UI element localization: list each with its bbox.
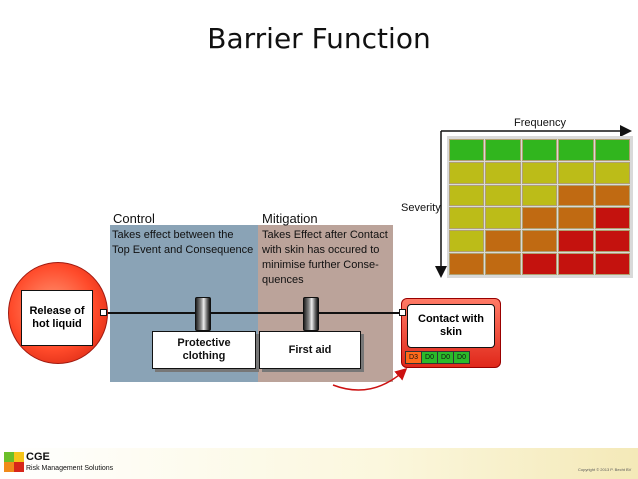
risk-matrix-cell [449, 230, 485, 252]
control-description: Takes effect between the Top Event and C… [112, 228, 253, 258]
risk-matrix-cell [594, 161, 630, 184]
top-event-connector [100, 309, 107, 316]
barrier-box-first-aid: First aid [259, 331, 361, 369]
cge-logo-icon [4, 452, 24, 472]
risk-matrix-cell [558, 230, 594, 252]
risk-matrix-cell [521, 184, 558, 207]
risk-matrix-cell [449, 184, 485, 207]
risk-matrix-cell [521, 253, 558, 275]
mitigation-description: Takes Effect after Contact with skin has… [262, 228, 388, 288]
mitigation-description-line: quences [262, 274, 304, 286]
control-description-line: Top Event and Consequence [112, 244, 254, 256]
risk-matrix-cell [594, 139, 630, 161]
control-heading: Control [113, 211, 155, 226]
risk-matrix-cell [558, 139, 594, 161]
mitigation-heading: Mitigation [262, 211, 318, 226]
risk-matrix-cell [485, 161, 521, 184]
risk-matrix-cell [594, 184, 630, 207]
company-tagline: Risk Management Solutions [26, 465, 114, 472]
consequence-label-box: Contact with skin [407, 304, 495, 348]
risk-cell: D0 [453, 351, 470, 364]
risk-matrix-cell [521, 207, 558, 230]
risk-matrix-cell [558, 253, 594, 275]
risk-matrix-cell [485, 230, 521, 252]
top-event-box: Release of hot liquid [21, 290, 93, 346]
company-name: CGE [26, 451, 50, 463]
copyright: Copyright © 2013 P. Becht BV [578, 467, 632, 472]
mitigation-description-line: minimise further Conse- [262, 259, 379, 271]
risk-matrix-cell [594, 230, 630, 252]
control-description-line: Takes effect between the [112, 229, 234, 241]
slide-title: Barrier Function [207, 22, 431, 55]
top-event-label: Release of [29, 305, 85, 317]
risk-matrix-cell [558, 184, 594, 207]
risk-matrix-cell [521, 161, 558, 184]
risk-matrix-cell [594, 253, 630, 275]
barrier-label: Protective [177, 337, 231, 349]
risk-matrix-cell [485, 184, 521, 207]
barrier-symbol [303, 297, 319, 331]
barrier-symbol [195, 297, 211, 331]
risk-cell: D3 [405, 351, 422, 364]
risk-matrix-cell [449, 253, 485, 275]
consequence-connector [399, 309, 406, 316]
mitigation-arrow [332, 367, 408, 391]
risk-matrix-cell [594, 207, 630, 230]
pathway-line [106, 312, 402, 314]
risk-matrix-cell [449, 161, 485, 184]
risk-matrix-cell [485, 139, 521, 161]
footer [0, 448, 638, 479]
risk-matrix-cell [485, 253, 521, 275]
severity-label: Severity [401, 202, 441, 214]
barrier-box-protective-clothing: Protective clothing [152, 331, 256, 369]
risk-matrix-cell [485, 207, 521, 230]
top-event-label: hot liquid [32, 318, 82, 330]
consequence-label: Contact with [418, 313, 484, 325]
mitigation-description-line: with skin has occured to [262, 244, 380, 256]
risk-matrix-cell [521, 139, 558, 161]
barrier-label: First aid [288, 343, 332, 356]
risk-matrix-cell [521, 230, 558, 252]
mitigation-description-line: Takes Effect after Contact [262, 229, 388, 241]
risk-matrix-cell [449, 139, 485, 161]
frequency-label: Frequency [514, 117, 566, 129]
risk-matrix-cell [558, 207, 594, 230]
risk-matrix-cell [449, 207, 485, 230]
risk-matrix-cell [558, 161, 594, 184]
consequence-label: skin [439, 326, 462, 338]
barrier-label: clothing [182, 350, 226, 362]
